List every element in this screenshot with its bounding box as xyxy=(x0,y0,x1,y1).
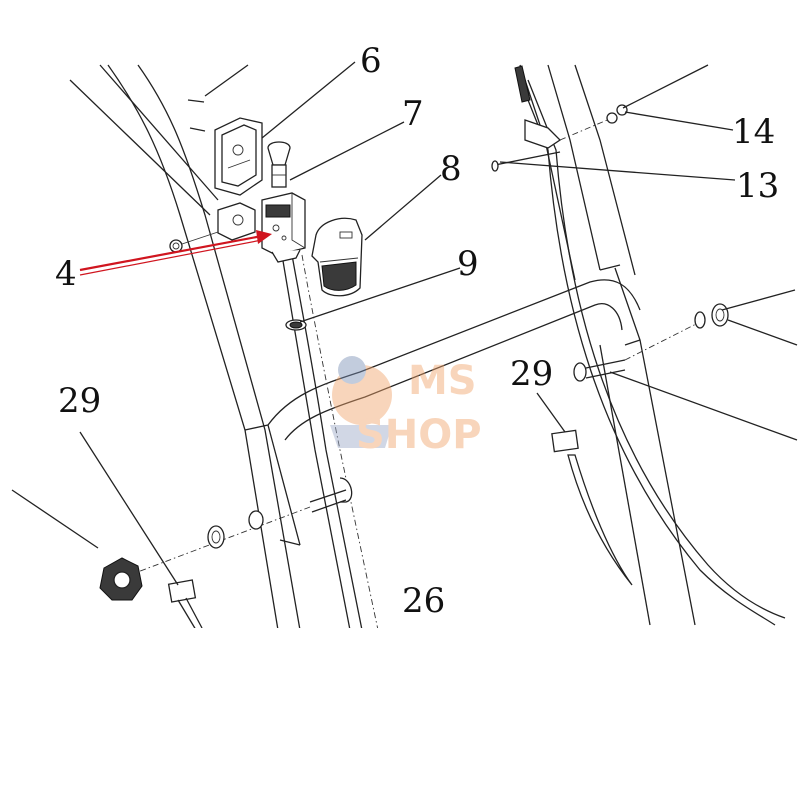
callout-26: 26 xyxy=(402,581,445,621)
cable-tie-left xyxy=(167,579,203,631)
highlight-arrow xyxy=(79,230,272,276)
callout-13: 13 xyxy=(736,166,779,206)
callout-29-left: 29 xyxy=(58,381,101,421)
ring-part-9 xyxy=(285,319,307,331)
callout-7: 7 xyxy=(402,94,424,134)
lever-housing-part-8 xyxy=(311,217,363,297)
nut xyxy=(169,231,219,253)
switch-cover-part-6 xyxy=(187,99,263,196)
mount-bracket xyxy=(217,202,256,241)
callout-labels: 6 7 8 14 13 4 9 29 29 26 xyxy=(55,41,779,621)
callout-4: 4 xyxy=(55,254,77,294)
callout-29-right: 29 xyxy=(510,354,553,394)
switch-body-part-4 xyxy=(261,192,306,263)
callout-6: 6 xyxy=(360,41,382,81)
cables xyxy=(281,79,786,631)
watermark-line2: SHOP xyxy=(356,412,482,458)
callout-9: 9 xyxy=(457,244,479,284)
left-handle-tube xyxy=(69,64,301,631)
cable-clamp-part-7 xyxy=(267,141,291,188)
callout-8: 8 xyxy=(440,149,462,189)
watermark-logo: MS SHOP xyxy=(330,356,482,458)
cable-tie-right xyxy=(551,429,633,586)
right-handle-tube xyxy=(519,64,696,626)
blank-footer-area xyxy=(0,628,799,799)
left-bolt-set xyxy=(134,477,353,574)
leader-lines xyxy=(79,61,798,586)
watermark-line1: MS xyxy=(408,358,477,404)
callout-14: 14 xyxy=(732,112,775,152)
cross-bar xyxy=(267,279,641,441)
cable-end-fittings xyxy=(491,65,628,172)
star-knob xyxy=(11,489,143,601)
right-bolt-set xyxy=(573,303,729,382)
